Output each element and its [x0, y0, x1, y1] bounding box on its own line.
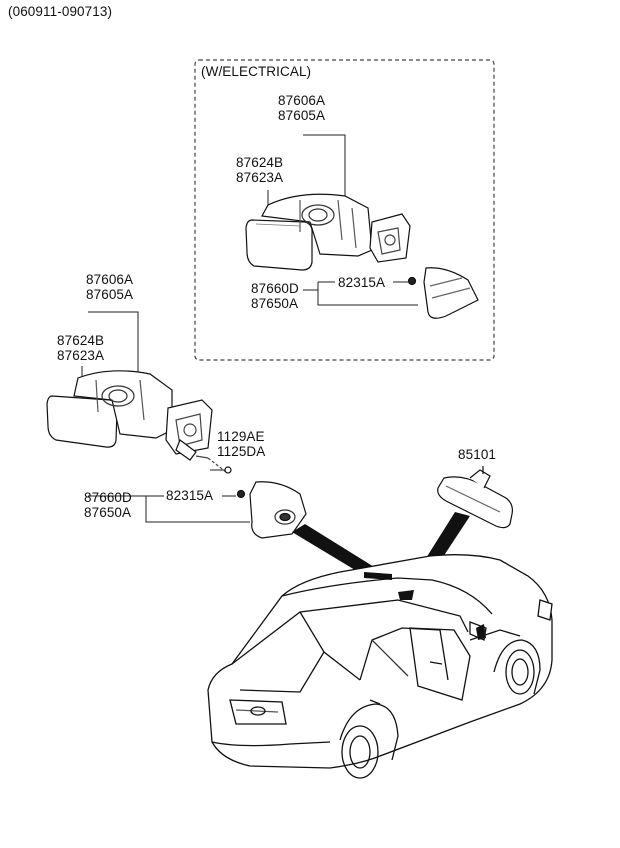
part-number: 87605A [86, 287, 134, 302]
manual-cover-label: 87660D 87650A [84, 490, 132, 520]
manual-corner-cover [249, 481, 307, 539]
part-number: 1125DA [217, 444, 266, 459]
part-number: 87624B [57, 333, 105, 348]
part-number: 87606A [278, 93, 326, 108]
car-body [207, 554, 553, 779]
part-number: 87623A [236, 170, 284, 185]
electrical-screw-label: 82315A [338, 275, 386, 290]
manual-screw-label: 82315A [166, 488, 214, 503]
electrical-cover-label: 87660D 87650A [251, 281, 299, 311]
electrical-screw [407, 276, 417, 286]
manual-mirror-housing [73, 370, 173, 439]
part-number: 1129AE [217, 429, 265, 444]
electrical-corner-cover [423, 267, 479, 319]
inside-mirror-label: 85101 [458, 447, 497, 462]
manual-mirror-bracket [165, 399, 227, 473]
part-number: 87660D [84, 490, 132, 505]
electrical-mirror-glass [245, 219, 313, 271]
manual-glass-label: 87624B 87623A [57, 333, 104, 363]
electrical-mirror-bracket [369, 213, 411, 263]
manual-leader-lines [81, 311, 250, 523]
electrical-mirror-housing [261, 193, 373, 257]
manual-housing-label: 87606A 87605A [86, 272, 133, 302]
inside-mirror [437, 466, 513, 529]
part-number: 87624B [236, 155, 284, 170]
part-number: 87606A [86, 272, 134, 287]
date-range-label: (060911-090713) [8, 4, 113, 19]
electrical-housing-label: 87606A 87605A [278, 93, 325, 123]
part-number: 87623A [57, 348, 105, 363]
car-mirror-highlight-2 [398, 590, 414, 600]
part-number: 87650A [84, 505, 132, 520]
part-number: 87605A [278, 108, 326, 123]
manual-bolt-label: 1129AE 1125DA [217, 429, 265, 459]
car-inside-mirror-highlight [364, 572, 392, 580]
manual-bolt [224, 466, 232, 474]
part-number: 87650A [251, 296, 299, 311]
part-number: 87660D [251, 281, 299, 296]
electrical-glass-label: 87624B 87623A [236, 155, 283, 185]
electrical-title: (W/ELECTRICAL) [201, 64, 312, 79]
electrical-variant-frame [194, 59, 495, 361]
manual-screw [236, 489, 246, 499]
car-mirror-highlight [476, 624, 486, 640]
